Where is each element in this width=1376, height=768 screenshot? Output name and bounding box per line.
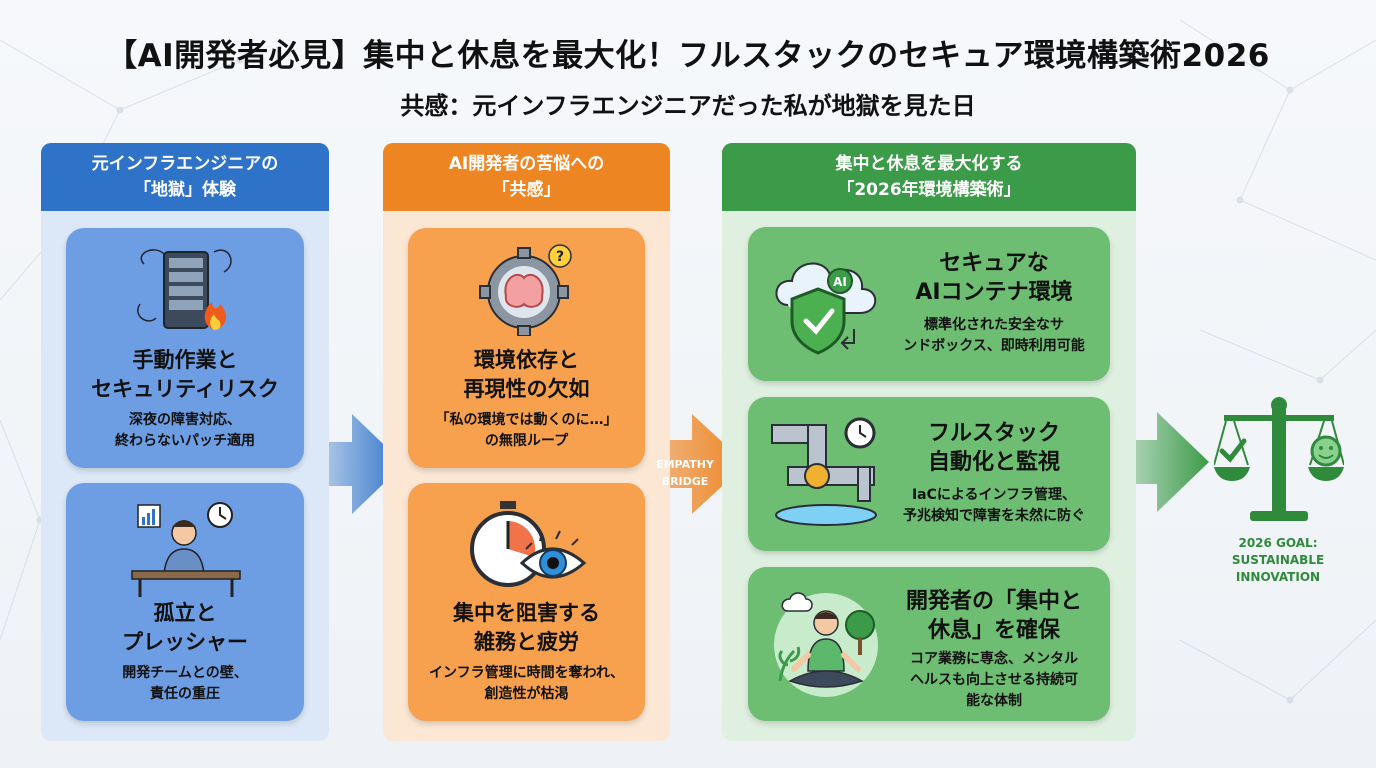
card-env-dependency: ? 環境依存と 再現性の欠如 「私の環境では動くのに…」 の無限ループ [408, 228, 645, 468]
header-line2: 「2026年環境構築術」 [837, 180, 1021, 200]
header-line1: AI開発者の苦悩への [448, 154, 605, 174]
title-line1: 孤立と [153, 601, 217, 625]
goal-line3: INNOVATION [1235, 570, 1321, 584]
desc-line1: インフラ管理に時間を奪われ、 [428, 665, 625, 681]
column-infra-hell: 元インフラエンジニアの 「地獄」体験 手動作業と セキュリティリスク 深夜の障害… [41, 143, 329, 741]
empathy-bridge-label: EMPATHY BRIDGE [648, 456, 722, 490]
card-isolation: 孤立と プレッシャー 開発チームとの壁、 責任の重圧 [66, 483, 304, 721]
balance-scale-icon [1214, 397, 1344, 521]
pipeline-clock-icon [771, 417, 877, 526]
ai-cloud-shield-icon: AI [775, 262, 877, 355]
card-description: 深夜の障害対応、 終わらないパッチ適用 [66, 410, 304, 452]
header-line2: 「共感」 [492, 180, 561, 200]
svg-text:?: ? [556, 249, 564, 265]
card-focus-rest: 開発者の「集中と 休息」を確保 コア業務に専念、メンタル ヘルスも向上させる持続… [748, 567, 1110, 721]
title-line1: 手動作業と [132, 348, 238, 372]
card-title: セキュアな AIコンテナ環境 [878, 249, 1110, 307]
goal-line1: 2026 GOAL: [1238, 536, 1318, 550]
column-header-empathy: AI開発者の苦悩への 「共感」 [383, 143, 670, 211]
card-description: IaCによるインフラ管理、 予兆検知で障害を未然に防ぐ [878, 485, 1110, 527]
desc-line2: の無限ループ [484, 433, 569, 449]
column-solution: 集中と休息を最大化する 「2026年環境構築術」 AI セキュアな AIコンテナ… [722, 143, 1136, 741]
header-line1: 集中と休息を最大化する [835, 154, 1023, 174]
title-line1: 開発者の「集中と [905, 589, 1082, 614]
desc-line1: 深夜の障害対応、 [129, 412, 241, 428]
title-line1: 環境依存と [474, 348, 579, 372]
svg-text:AI: AI [833, 275, 847, 289]
desc-line2: ンドボックス、即時利用可能 [903, 338, 1085, 354]
title-line2: プレッシャー [122, 630, 248, 654]
card-manual-work: 手動作業と セキュリティリスク 深夜の障害対応、 終わらないパッチ適用 [66, 228, 304, 468]
title-line2: セキュリティリスク [91, 377, 279, 401]
title-line1: 集中を阻害する [453, 601, 600, 625]
card-focus-blocker: 集中を阻害する 雑務と疲労 インフラ管理に時間を奪われ、 創造性が枯渇 [408, 483, 645, 721]
title-line2: 再現性の欠如 [463, 377, 590, 401]
column-empathy: AI開発者の苦悩への 「共感」 ? 環境依存と 再現性の欠如 「私の環境では動く… [383, 143, 670, 741]
title-line2: AIコンテナ環境 [915, 280, 1073, 305]
meditating-person-icon [774, 592, 878, 697]
empathy-bridge-arrow [640, 414, 746, 514]
desc-line2: 責任の重圧 [150, 686, 220, 702]
desc-line2: 創造性が枯渇 [484, 686, 569, 702]
card-title: 集中を阻害する 雑務と疲労 [408, 599, 645, 657]
page-subtitle: 共感：元インフラエンジニアだった私が地獄を見た日 [400, 92, 976, 120]
card-secure-container: AI セキュアな AIコンテナ環境 標準化された安全なサ ンドボックス、即時利用… [748, 227, 1110, 381]
desc-line1: 開発チームとの壁、 [122, 665, 248, 681]
card-description: 標準化された安全なサ ンドボックス、即時利用可能 [878, 315, 1110, 357]
brain-gear-icon: ? [479, 244, 572, 336]
title-line2: 自動化と監視 [927, 450, 1060, 475]
desc-line1: 標準化された安全なサ [924, 317, 1064, 333]
desc-line2: 終わらないパッチ適用 [115, 433, 255, 449]
card-title: 孤立と プレッシャー [66, 599, 304, 657]
desc-line2: ヘルスも向上させる持続可 [910, 672, 1078, 688]
flow-arrow-blue [300, 414, 404, 514]
title-line1: セキュアな [939, 251, 1049, 276]
desc-line3: 能な体制 [966, 693, 1022, 709]
page-title: 【AI開発者必見】集中と休息を最大化！フルスタックのセキュア環境構築術2026 [106, 38, 1270, 74]
card-title: 開発者の「集中と 休息」を確保 [878, 587, 1110, 645]
title-line1: フルスタック [927, 421, 1060, 446]
goal-line2: SUSTAINABLE [1231, 553, 1325, 567]
card-description: 「私の環境では動くのに…」 の無限ループ [408, 410, 645, 452]
card-description: コア業務に専念、メンタル ヘルスも向上させる持続可 能な体制 [878, 649, 1110, 712]
column-header-infra-hell: 元インフラエンジニアの 「地獄」体験 [41, 143, 329, 211]
header-line2: 「地獄」体験 [134, 180, 236, 200]
column-header-solution: 集中と休息を最大化する 「2026年環境構築術」 [722, 143, 1136, 211]
desc-line1: 「私の環境では動くのに…」 [435, 412, 618, 428]
bridge-line2: BRIDGE [661, 475, 709, 488]
header-line1: 元インフラエンジニアの [91, 154, 279, 174]
card-fullstack-automation: フルスタック 自動化と監視 IaCによるインフラ管理、 予兆検知で障害を未然に防… [748, 397, 1110, 551]
card-title: 環境依存と 再現性の欠如 [408, 346, 645, 404]
desc-line1: コア業務に専念、メンタル [910, 651, 1078, 667]
stressed-worker-icon [131, 502, 241, 597]
card-description: インフラ管理に時間を奪われ、 創造性が枯渇 [408, 663, 645, 705]
card-title: フルスタック 自動化と監視 [878, 419, 1110, 477]
card-title: 手動作業と セキュリティリスク [66, 346, 304, 404]
desc-line2: 予兆検知で障害を未然に防ぐ [903, 508, 1085, 524]
title-line2: 雑務と疲労 [474, 630, 579, 654]
flow-arrow-green [1105, 412, 1209, 512]
title-line2: 休息」を確保 [927, 618, 1060, 643]
burning-server-icon [137, 249, 232, 330]
card-description: 開発チームとの壁、 責任の重圧 [66, 663, 304, 705]
goal-label: 2026 GOAL: SUSTAINABLE INNOVATION [1208, 535, 1348, 586]
bridge-line1: EMPATHY [656, 458, 714, 471]
stopwatch-eye-icon [470, 501, 587, 587]
desc-line1: IaCによるインフラ管理、 [911, 487, 1077, 503]
